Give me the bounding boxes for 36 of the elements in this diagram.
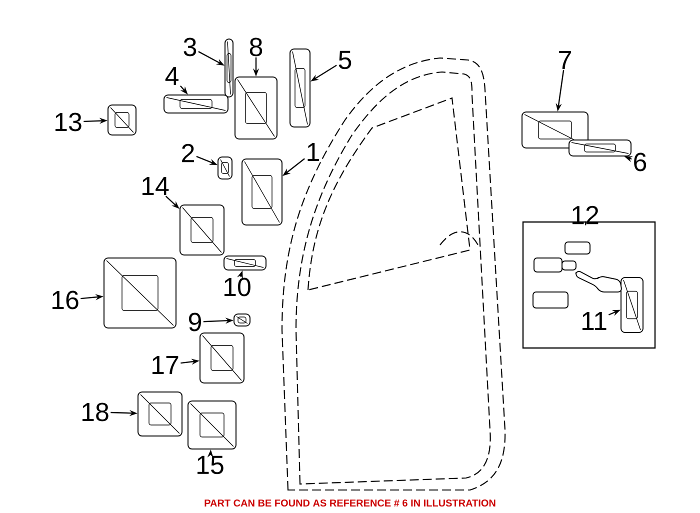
callout-number: 16 — [52, 290, 78, 310]
part-drawing — [242, 158, 282, 226]
callout-number: 1 — [308, 143, 319, 161]
callout-number: 11 — [582, 312, 606, 330]
callout-number: 17 — [152, 356, 178, 374]
part-drawing — [224, 38, 234, 98]
part-drawing — [234, 76, 278, 140]
callout-number: 8 — [250, 38, 262, 56]
part-drawing — [164, 94, 228, 114]
callout-number: 5 — [338, 50, 352, 70]
callout-number: 4 — [165, 67, 178, 85]
part-drawing — [104, 258, 176, 328]
callout-number: 13 — [56, 112, 82, 132]
part-drawing — [522, 112, 589, 148]
callout-number: 6 — [634, 152, 646, 172]
callout-number: 2 — [182, 144, 194, 162]
caption: PART CAN BE FOUND AS REFERENCE # 6 IN ILLUSTRATION — [204, 499, 496, 507]
part-drawing — [218, 156, 232, 180]
part-drawing — [568, 140, 632, 156]
part-drawing — [180, 204, 224, 256]
part-drawing — [224, 256, 266, 270]
part-drawing — [200, 332, 244, 384]
part-drawing — [138, 392, 182, 436]
part-drawing — [188, 400, 236, 450]
callout-number: 7 — [559, 51, 571, 69]
callout-number: 14 — [142, 177, 169, 195]
callout-number: 15 — [198, 456, 224, 474]
callout-number: 3 — [184, 38, 196, 56]
part-drawing — [620, 277, 644, 333]
callout-number: 18 — [82, 402, 108, 422]
leader-line — [584, 221, 586, 226]
part-drawing — [290, 48, 310, 128]
callout-number: 9 — [189, 312, 201, 332]
part-drawing — [108, 104, 136, 136]
part-drawing — [234, 314, 250, 326]
callout-number: 10 — [224, 278, 250, 296]
